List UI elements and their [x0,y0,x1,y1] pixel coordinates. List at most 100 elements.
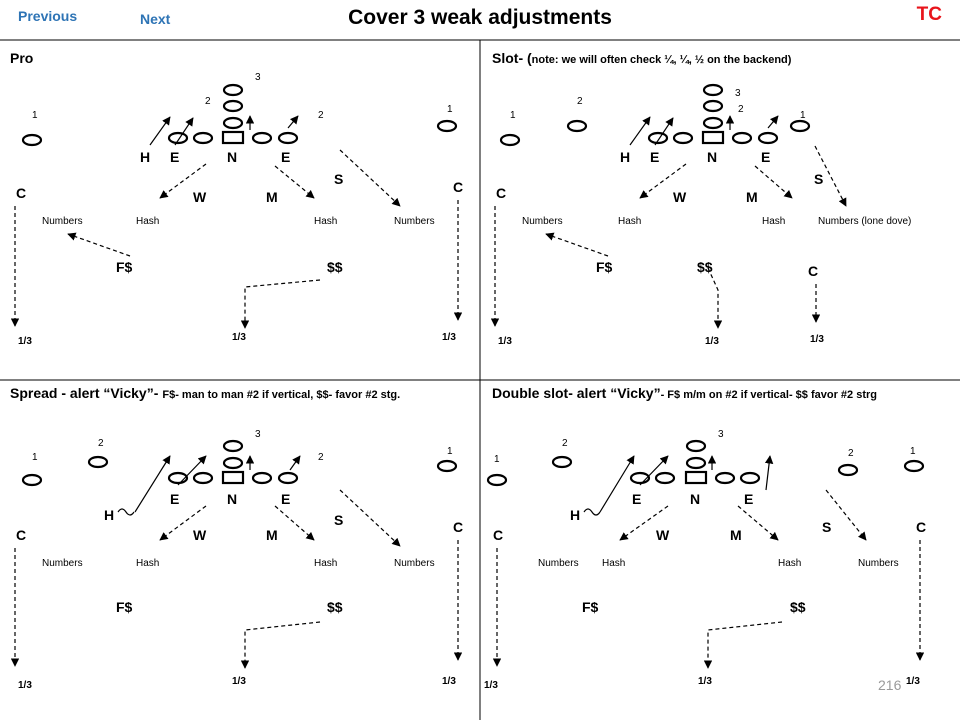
tackle-left [672,131,694,145]
num-label: 1 [910,446,916,457]
deep-third-label: 1/3 [698,676,712,687]
def-c: C [916,519,926,535]
def-free-safety: F$ [116,599,133,615]
tackle-right [277,131,299,145]
def-c: C [453,179,463,195]
panel-pro: 1 2 3 2 1 H E N E S C C W M F$ $$ Number… [10,72,463,347]
receiver-2-left [87,455,109,469]
def-w: W [193,189,207,205]
def-w: W [673,189,687,205]
num-label: 1 [447,446,453,457]
receiver-2-right [837,463,859,477]
receiver-1-left [21,473,43,487]
page-title: Cover 3 weak adjustments [348,6,612,29]
def-h: H [620,149,630,165]
center [684,470,708,485]
def-n: N [707,149,717,165]
landmark-numbers: Numbers [42,216,83,227]
receiver-2-left [566,119,588,133]
def-e: E [650,149,659,165]
def-strong-safety: $$ [790,599,806,615]
def-n: N [227,491,237,507]
def-h: H [104,507,114,523]
deep-third-label: 1/3 [705,336,719,347]
panel-title-slot: Slot- (note: we will often check ¼, ¼, ½… [492,50,792,66]
def-n: N [690,491,700,507]
def-e: E [281,149,290,165]
num-label: 2 [318,110,324,121]
landmark-hash: Hash [602,558,625,569]
receiver-1-right [436,119,458,133]
panel-spread: 1 2 3 2 1 H E N E S C C W M F$ $$ Number… [10,429,463,691]
landmark-numbers: Numbers [394,558,435,569]
num-label: 3 [735,88,741,99]
def-e: E [632,491,641,507]
center [221,470,245,485]
num-label: 3 [255,72,261,83]
panel-title-spread-note: F$- man to man #2 if vertical, $$- favor… [162,389,400,401]
panel-title-double-slot-main: Double slot- alert “Vicky” [492,385,661,401]
landmark-hash: Hash [136,558,159,569]
tight-end-left [647,131,669,145]
def-c: C [453,519,463,535]
num-label: 2 [738,104,744,115]
def-m: M [746,189,758,205]
num-label: 2 [318,452,324,463]
next-link[interactable]: Next [140,11,171,27]
page-number: 216 [878,677,902,693]
def-e: E [744,491,753,507]
deep-third-label: 1/3 [442,676,456,687]
num-label: 2 [848,448,854,459]
landmark-hash: Hash [314,216,337,227]
deep-third-label: 1/3 [232,332,246,343]
deep-third-label: 1/3 [810,334,824,345]
def-m: M [730,527,742,543]
num-label: 3 [718,429,724,440]
landmark-numbers: Numbers [858,558,899,569]
num-label: 2 [562,438,568,449]
center [701,130,725,145]
def-strong-safety: $$ [327,259,343,275]
tight-end-left [167,131,189,145]
def-h: H [140,149,150,165]
num-label: 3 [255,429,261,440]
deep-third-label: 1/3 [498,336,512,347]
receiver-1-right [903,459,925,473]
def-free-safety: F$ [582,599,599,615]
landmark-hash: Hash [778,558,801,569]
num-label: 1 [32,452,38,463]
guard-right [731,131,753,145]
receiver-1-left [21,133,43,147]
def-c: C [808,263,818,279]
tackle-right [277,471,299,485]
panel-title-spread: Spread - alert “Vicky”-F$- man to man #2… [10,385,400,401]
deep-third-label: 1/3 [442,332,456,343]
def-s: S [822,519,831,535]
def-e: E [761,149,770,165]
def-n: N [227,149,237,165]
landmark-numbers: Numbers [538,558,579,569]
back-1 [222,83,244,97]
back-2 [222,99,244,113]
deep-third-label: 1/3 [18,680,32,691]
previous-link[interactable]: Previous [18,8,78,24]
landmark-hash: Hash [136,216,159,227]
num-label: 1 [447,104,453,115]
deep-third-label: 1/3 [484,680,498,691]
back-2 [222,439,244,453]
guard-right [714,471,736,485]
landmark-numbers: Numbers [394,216,435,227]
def-e: E [170,491,179,507]
num-label: 1 [494,454,500,465]
num-label: 2 [98,438,104,449]
def-strong-safety: $$ [697,259,713,275]
def-h: H [570,507,580,523]
num-label: 2 [577,96,583,107]
tc-badge: TC [916,4,942,25]
panel-title-slot-main: Slot- ( [492,50,532,66]
def-c: C [493,527,503,543]
def-free-safety: F$ [596,259,613,275]
panel-double-slot: 1 2 3 2 1 H E N E S C C W M F$ $$ Number… [484,429,926,691]
landmark-hash: Hash [314,558,337,569]
def-free-safety: F$ [116,259,133,275]
